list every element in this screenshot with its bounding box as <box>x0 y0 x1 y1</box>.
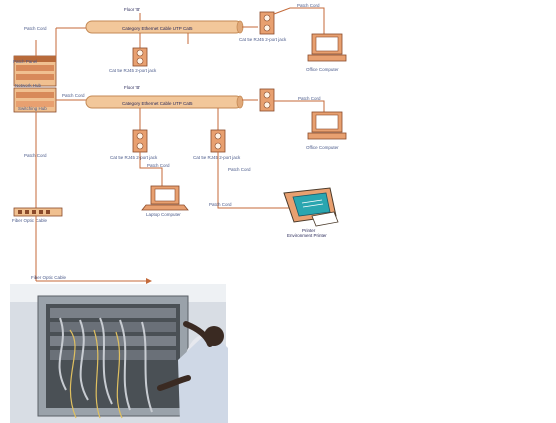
patch-cord-label: Patch Cord <box>209 202 232 207</box>
computer-icon <box>308 112 346 139</box>
switch-hub-icon <box>14 208 62 216</box>
laptop-icon <box>142 186 188 210</box>
wall-jack-icon <box>260 12 274 34</box>
server-rack-photo <box>10 284 228 423</box>
switch-hub-label: Switching Hub <box>18 106 47 111</box>
wall-jack-icon <box>133 48 147 66</box>
patch-cord-line <box>274 8 324 34</box>
patch-cord-left-label: Patch Cord <box>24 153 47 158</box>
wall-jack-label: Cat 5e RJ45 2-port jack <box>109 68 157 73</box>
wall-jack-icon <box>260 89 274 111</box>
network-hub-label: Network Hub <box>15 83 42 88</box>
computer-icon <box>308 34 346 61</box>
wall-jack-icon <box>211 130 225 152</box>
wall-jack-label: Cat 5e RJ45 2-port jack <box>193 155 241 160</box>
patch-cord-label: Patch Cord <box>298 96 321 101</box>
patch-cord-label: Patch Cord <box>62 93 85 98</box>
printer-icon <box>284 188 338 226</box>
fiber-link2-label: Fiber Optic Cable <box>31 275 67 280</box>
patch-panel-label: Patch Panel <box>13 59 37 64</box>
cable-mid-label: Category Ethernet Cable UTP Cat5 <box>122 101 193 106</box>
patch-cord-line <box>218 152 292 208</box>
cable-top-label: Category Ethernet Cable UTP Cat5 <box>122 26 193 31</box>
laptop-label: Laptop Computer <box>146 212 181 217</box>
patch-cord-label: Patch Cord <box>297 3 320 8</box>
patch-cord-label: Patch Cord <box>228 167 251 172</box>
pc-label: Office Computer <box>306 145 339 150</box>
printer-label-2: Environment Printer <box>287 233 327 238</box>
wall-jack-label: Cat 5e RJ45 2-port jack <box>239 37 287 42</box>
floor-mid-label: Floor 'B' <box>124 85 140 90</box>
patch-cord-label: Patch Cord <box>147 163 170 168</box>
pc-label: Office Computer <box>306 67 339 72</box>
wall-jack-label: Cat 5e RJ45 2-port jack <box>110 155 158 160</box>
patch-cord-line <box>274 101 324 112</box>
arrow-right-icon <box>146 278 152 284</box>
floor-top-label: Floor 'B' <box>124 7 140 12</box>
fiber-link-label: Fiber Optic Cable <box>12 218 48 223</box>
patch-cord-label: Patch Cord <box>24 26 47 31</box>
wall-jack-icon <box>133 130 147 152</box>
